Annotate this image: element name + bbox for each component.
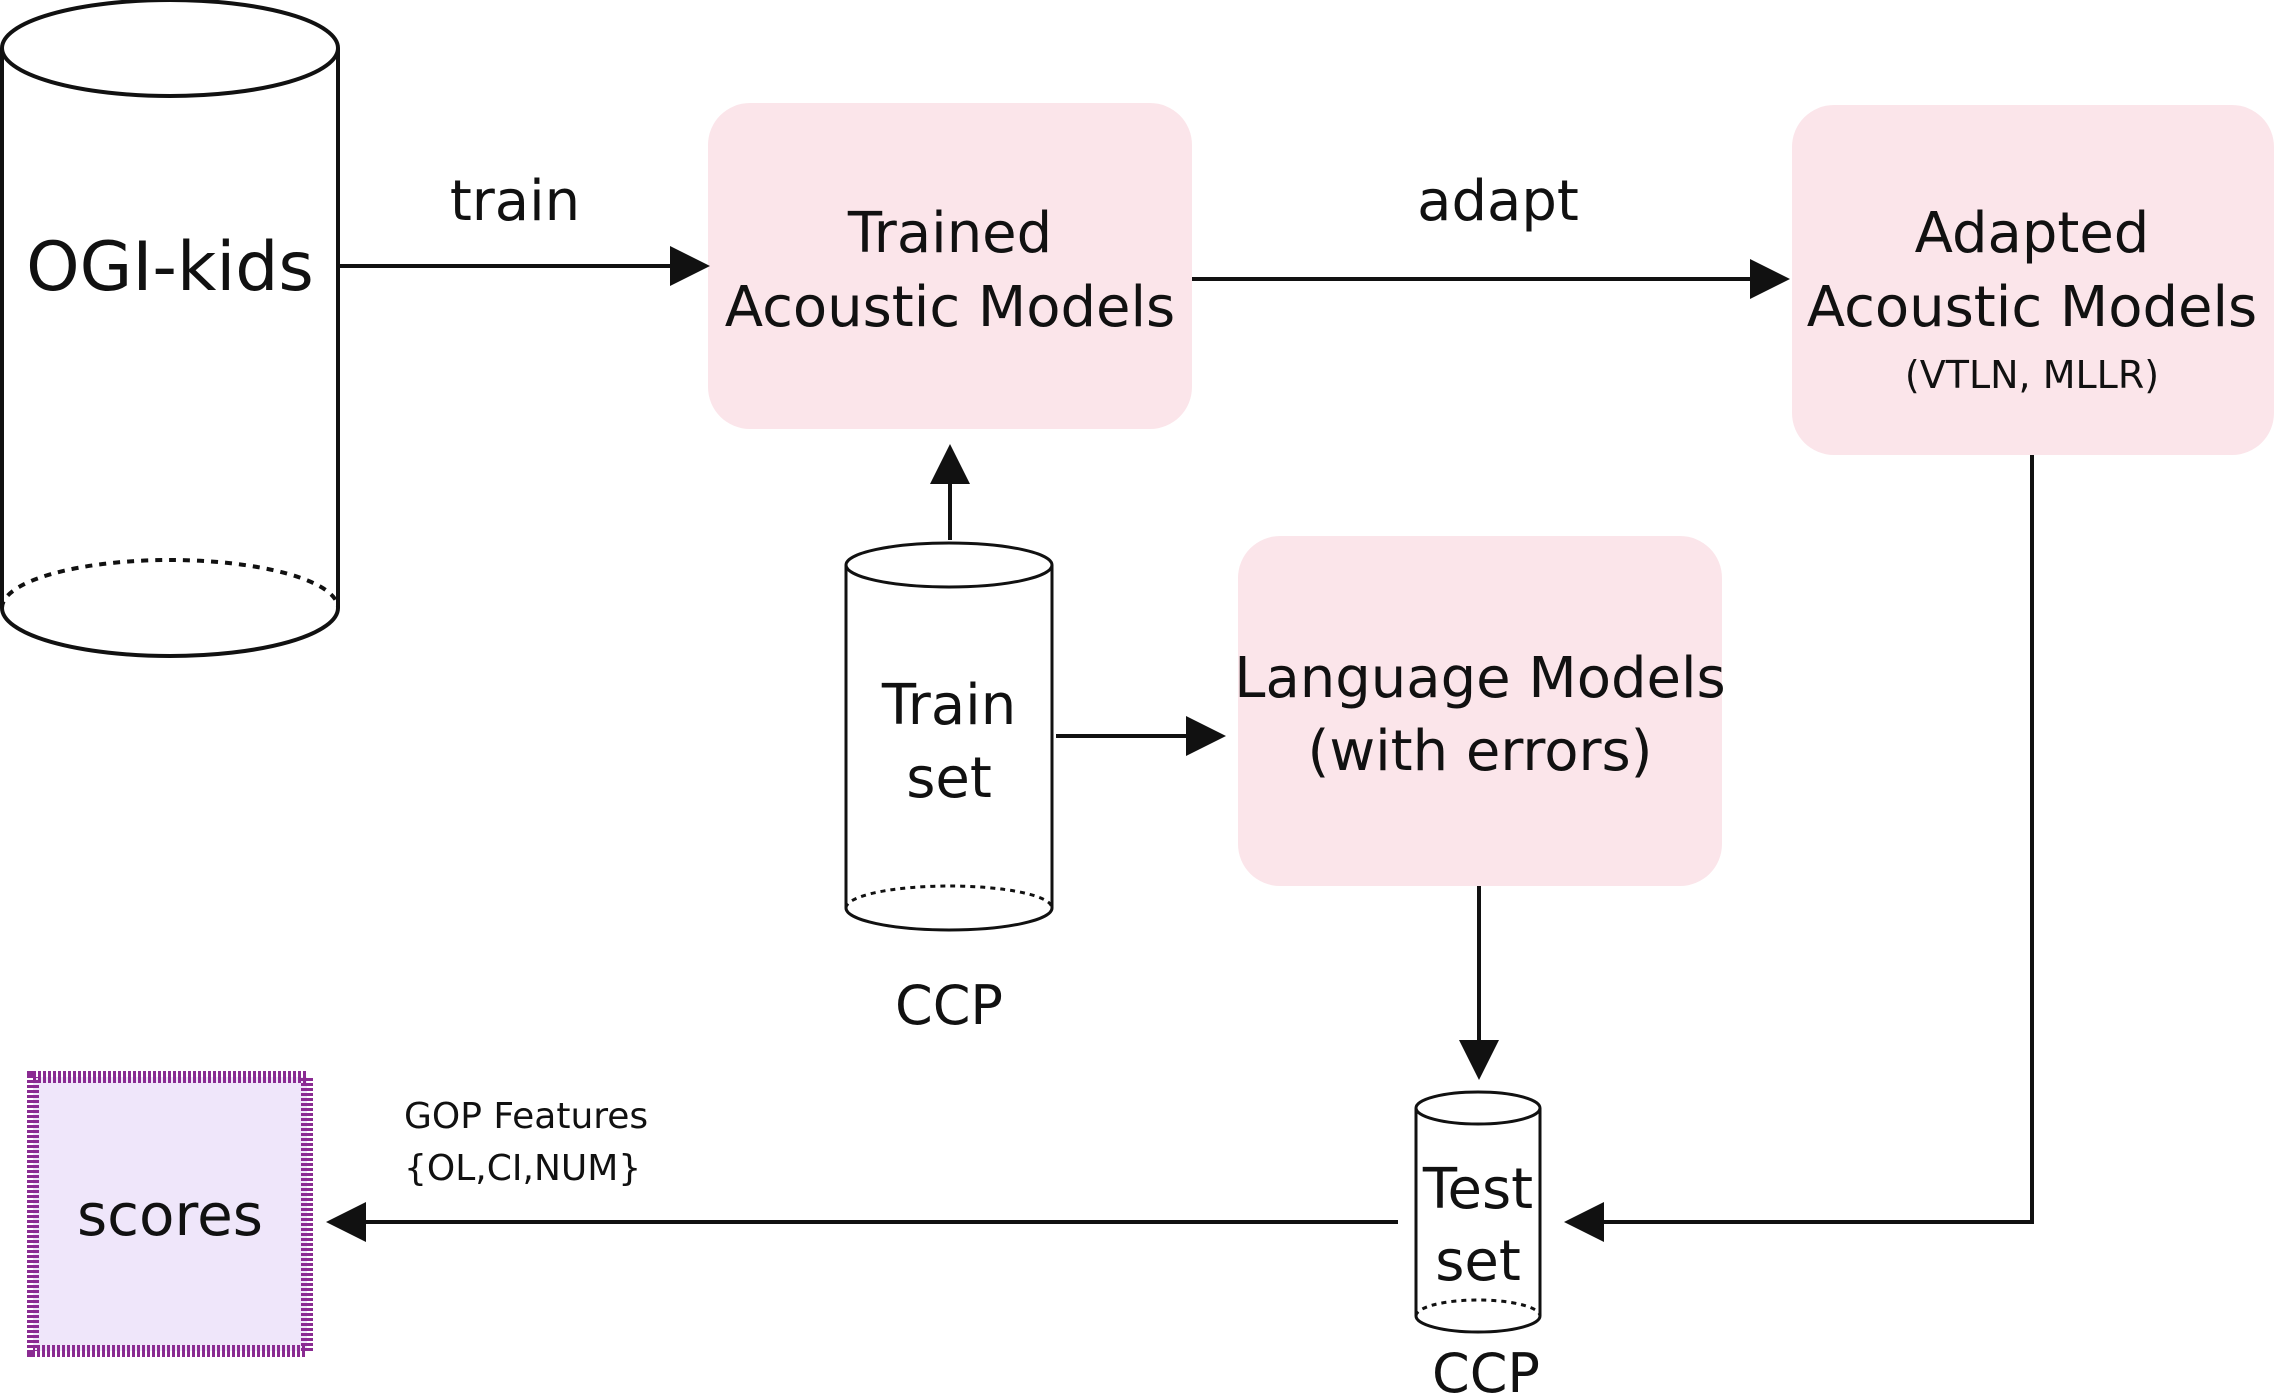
adapted-acoustic-models-box: Adapted Acoustic Models (VTLN, MLLR) <box>1792 105 2274 455</box>
scores-label: scores <box>77 1181 263 1249</box>
edge-adapt: adapt <box>1192 169 1790 299</box>
trained-acoustic-models-box: Trained Acoustic Models <box>708 103 1192 429</box>
edge-adapted-models-to-testset <box>1564 455 2034 1242</box>
language-models-line1: Language Models <box>1234 646 1725 711</box>
edge-gop-to-scores: GOP Features {OL,CI,NUM} <box>326 1096 1398 1242</box>
language-models-box: Language Models (with errors) <box>1234 536 1726 886</box>
ogi-kids-label: OGI-kids <box>26 228 314 307</box>
edge-train-label: train <box>450 169 580 234</box>
train-set-database: Train set CCP <box>844 541 1054 1037</box>
train-set-caption: CCP <box>895 974 1003 1037</box>
adapted-models-line1: Adapted <box>1915 201 2150 266</box>
gop-features-set: {OL,CI,NUM} <box>404 1148 641 1189</box>
adapted-models-line2: Acoustic Models <box>1807 275 2257 340</box>
adapted-models-sub: (VTLN, MLLR) <box>1905 353 2159 397</box>
train-set-line1: Train <box>881 673 1016 738</box>
test-set-database: Test set CCP <box>1414 1090 1542 1398</box>
test-set-line1: Test <box>1422 1157 1533 1222</box>
trained-models-line1: Trained <box>847 201 1052 266</box>
language-models-line2: (with errors) <box>1307 719 1652 784</box>
scores-box: scores <box>27 1071 313 1357</box>
edge-train: train <box>340 169 710 286</box>
train-set-line2: set <box>906 746 992 811</box>
gop-features-label: GOP Features <box>404 1096 648 1137</box>
test-set-caption: CCP <box>1432 1342 1540 1398</box>
edge-adapt-label: adapt <box>1417 169 1579 234</box>
trained-models-line2: Acoustic Models <box>725 275 1175 340</box>
ogi-kids-database: OGI-kids <box>0 0 340 658</box>
test-set-line2: set <box>1435 1229 1521 1294</box>
